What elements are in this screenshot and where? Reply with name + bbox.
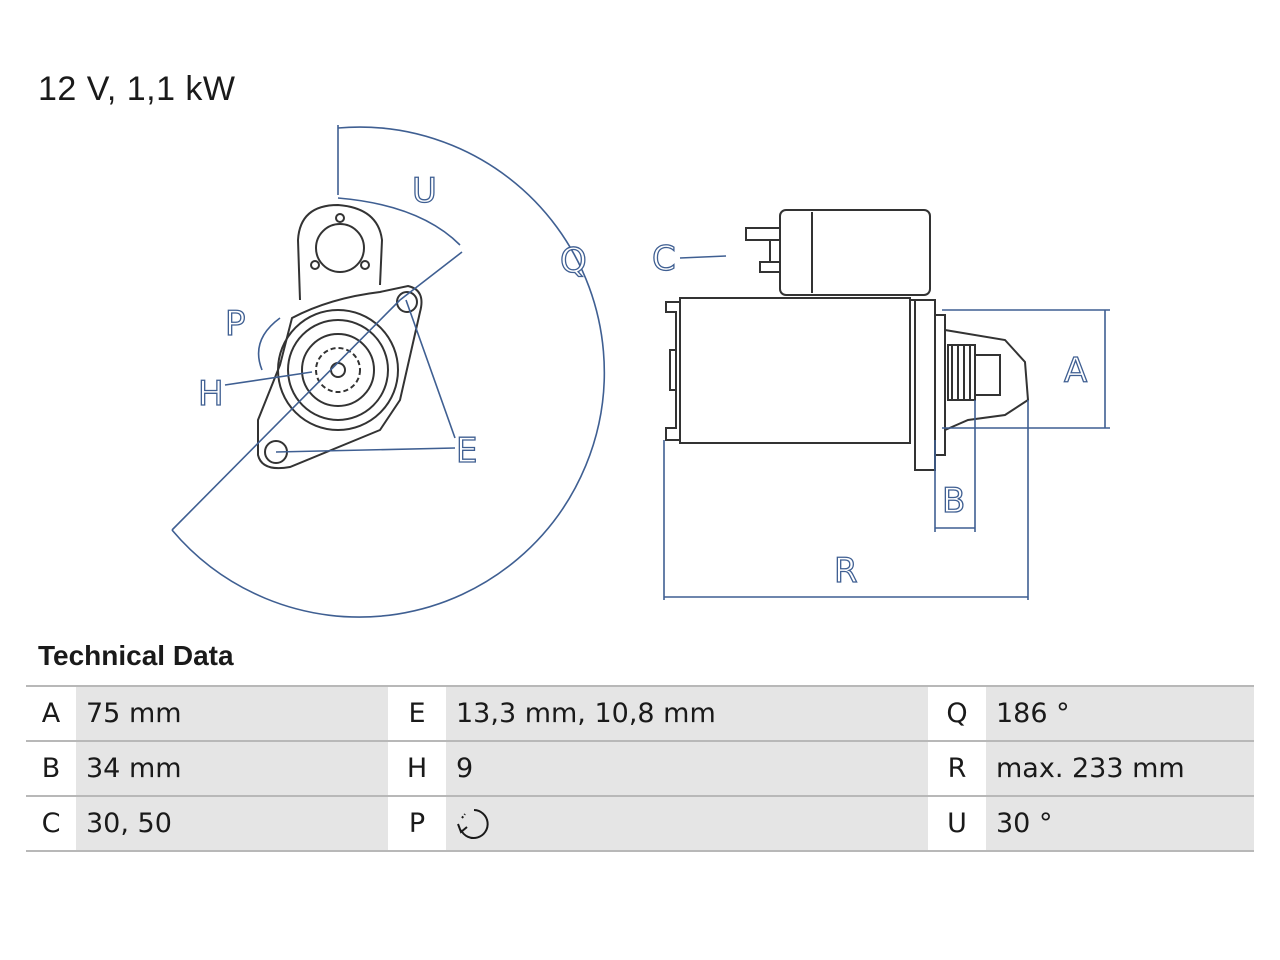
spec-value: 75 mm — [76, 686, 388, 741]
spec-key: P — [388, 796, 446, 851]
front-dimensions: U Q P H E — [171, 125, 606, 618]
label-A: A — [1064, 351, 1087, 391]
label-C: C — [652, 239, 676, 279]
front-view — [257, 203, 423, 470]
terminal-lower — [759, 261, 781, 273]
spec-key: H — [388, 741, 446, 796]
spec-key: R — [928, 741, 986, 796]
spec-value: 13,3 mm, 10,8 mm — [446, 686, 928, 741]
flange-outline — [257, 284, 423, 470]
housing-outer — [277, 309, 399, 431]
spec-value: max. 233 mm — [986, 741, 1254, 796]
spec-key: U — [928, 796, 986, 851]
section-heading: Technical Data — [38, 640, 234, 671]
tab-bolt-top — [335, 213, 345, 223]
terminal-upper — [745, 227, 781, 241]
side-dimensions: C A B R — [651, 238, 1110, 600]
spec-key: C — [26, 796, 76, 851]
technical-data-table: A 75 mm E 13,3 mm, 10,8 mm Q 186 ° B 34 … — [26, 685, 1254, 852]
table-row: A 75 mm E 13,3 mm, 10,8 mm Q 186 ° — [26, 686, 1254, 741]
solenoid-body — [779, 209, 931, 296]
spec-key: B — [26, 741, 76, 796]
tab-bolt-right — [360, 260, 370, 270]
housing-inner — [301, 333, 375, 407]
spec-value: 34 mm — [76, 741, 388, 796]
pinion-shaft — [330, 362, 346, 378]
label-R: R — [834, 551, 858, 591]
spec-key: A — [26, 686, 76, 741]
housing-ring — [287, 319, 389, 421]
label-U: U — [412, 171, 437, 211]
spec-value-p — [446, 796, 928, 851]
spec-value: 186 ° — [986, 686, 1254, 741]
table-row: B 34 mm H 9 R max. 233 mm — [26, 741, 1254, 796]
spec-value: 30 ° — [986, 796, 1254, 851]
motor-body — [679, 297, 911, 444]
starter-motor-drawing: U Q P H E C A B — [171, 125, 1110, 618]
spec-key: E — [388, 686, 446, 741]
spec-key: Q — [928, 686, 986, 741]
side-view — [665, 209, 1030, 471]
tab-bolt-left — [310, 260, 320, 270]
tab-hole — [315, 223, 365, 273]
spec-value: 9 — [446, 741, 928, 796]
label-H: H — [198, 374, 224, 414]
mounting-tab — [296, 203, 384, 301]
drive-housing — [910, 299, 936, 471]
rotation-direction-icon — [457, 808, 489, 839]
spec-value: 30, 50 — [76, 796, 388, 851]
label-E: E — [456, 431, 477, 471]
label-Q: Q — [560, 241, 587, 281]
table-row: C 30, 50 P U 30 ° — [26, 796, 1254, 851]
label-P: P — [225, 304, 246, 344]
pinion-gear — [315, 347, 361, 393]
end-cap — [665, 301, 680, 441]
label-B: B — [942, 481, 965, 521]
spec-title: 12 V, 1,1 kW — [38, 70, 236, 108]
